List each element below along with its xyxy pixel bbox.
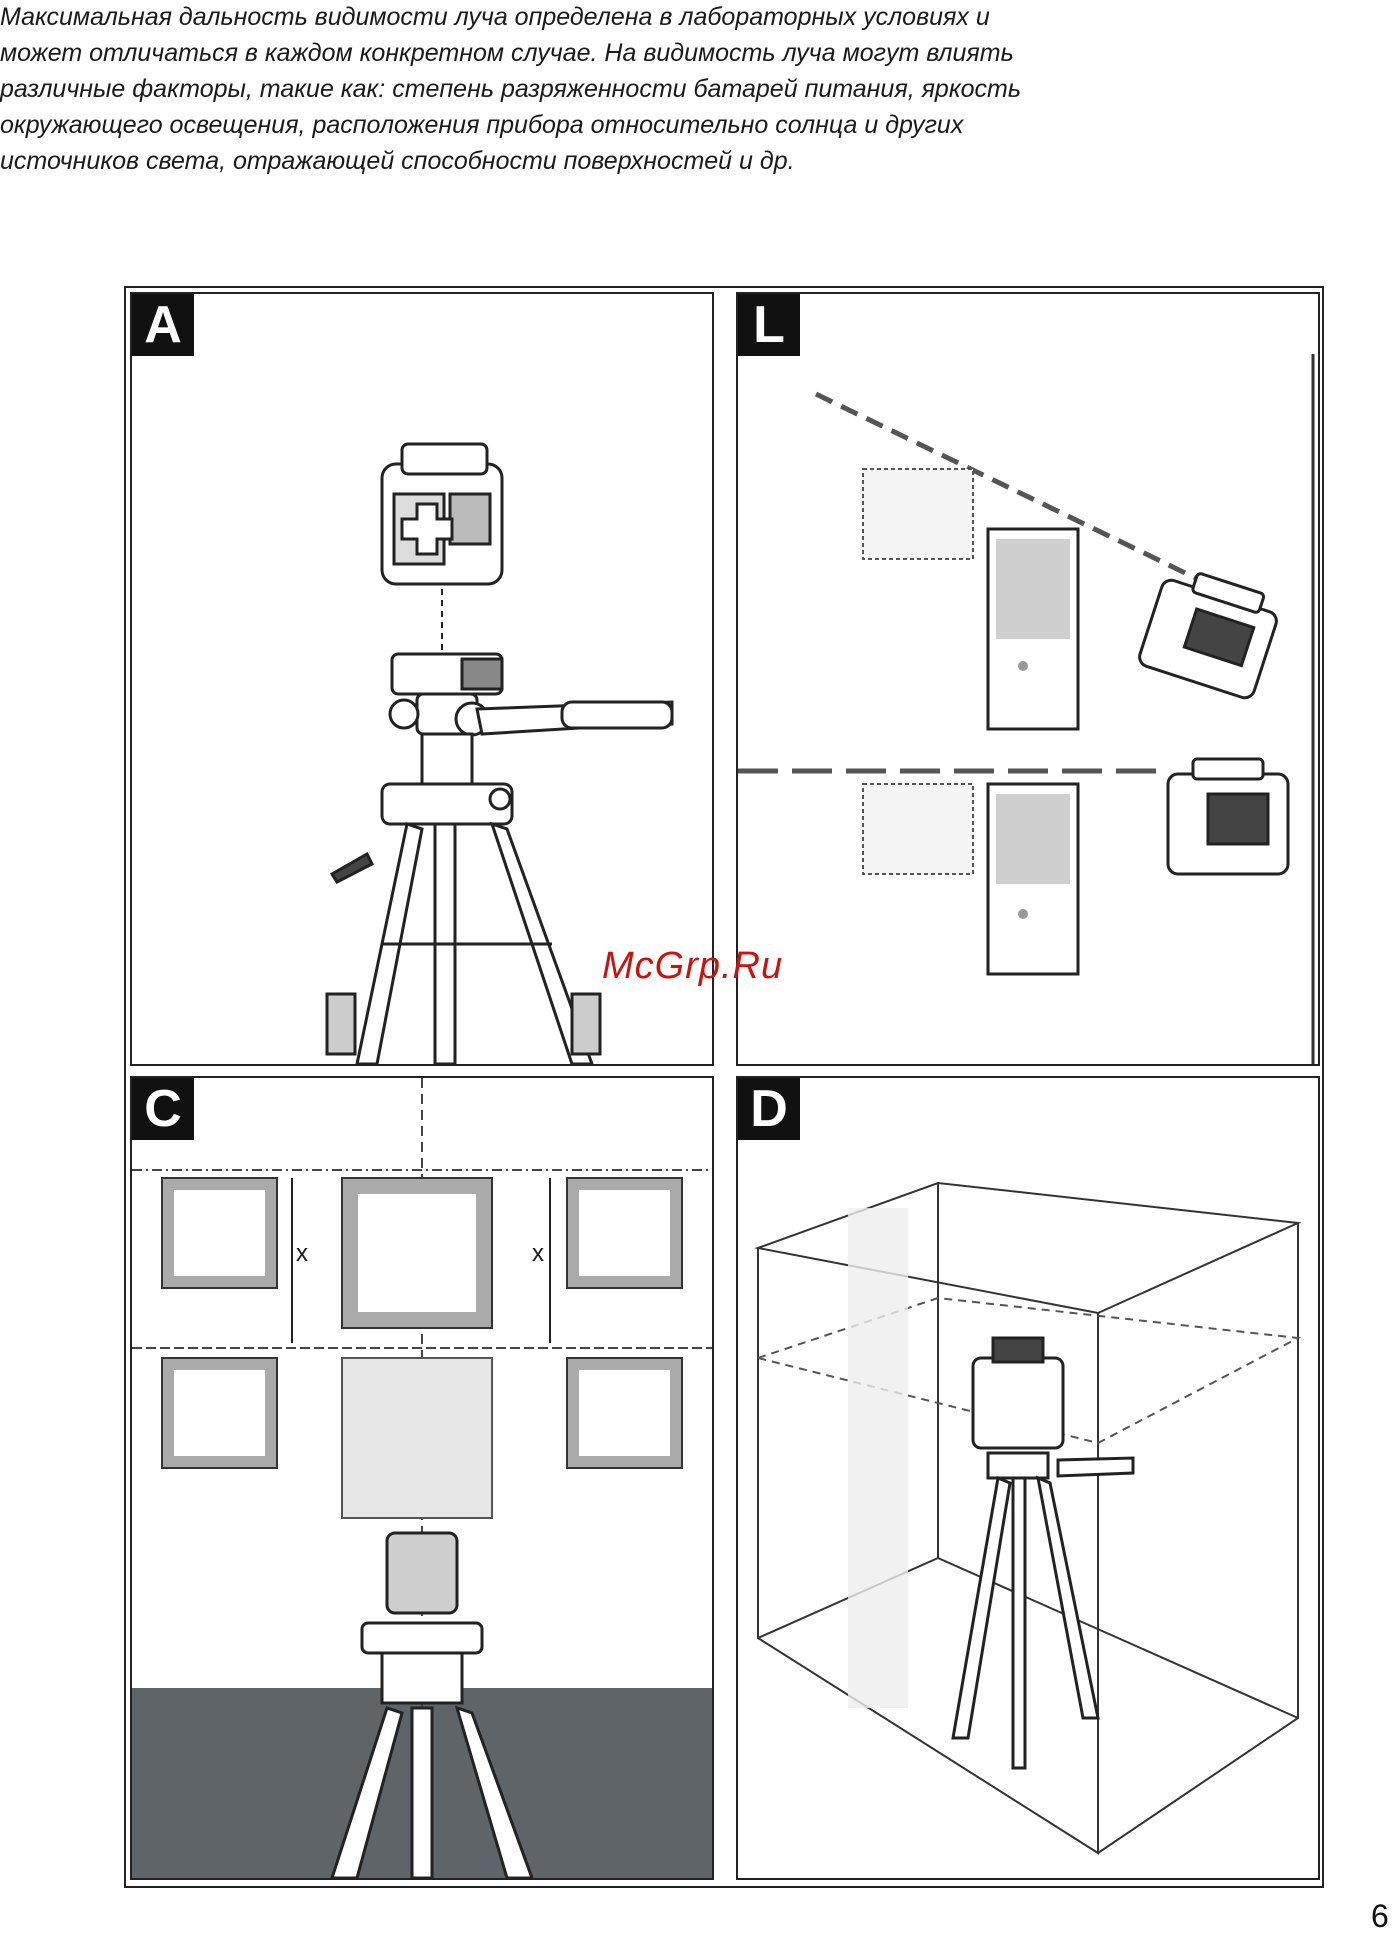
panel-a-letter: A — [132, 294, 194, 356]
panel-a-tripod: A — [130, 292, 714, 1066]
tilted-device-icon — [1138, 572, 1278, 700]
panel-c-pictures: C — [130, 1076, 714, 1880]
panel-c-letter: C — [132, 1078, 194, 1140]
tilted-line-illustration — [738, 354, 1315, 1064]
figure-outer-frame — [124, 286, 1324, 1888]
intro-line: Максимальная дальность видимости луча оп… — [0, 3, 990, 31]
intro-line: различные факторы, такие как: степень ра… — [0, 75, 1022, 103]
panel-b-letter: L — [738, 294, 800, 356]
panel-d-letter: D — [738, 1078, 800, 1140]
room-projection-illustration — [754, 1181, 1302, 1855]
cube-device-icon — [951, 1336, 1135, 1770]
tripod-illustration — [325, 442, 674, 1064]
laser-device-icon — [380, 442, 504, 586]
intro-line: может отличаться в каждом конкретном слу… — [0, 39, 1014, 67]
level-device-icon — [1166, 757, 1290, 876]
figure-grid: A — [124, 286, 1324, 1888]
panel-d-room: D — [736, 1076, 1320, 1880]
page-number: 6 — [1371, 1898, 1389, 1934]
dimension-label-left: x — [296, 1240, 308, 1267]
intro-line: источников света, отражающей способности… — [0, 147, 795, 175]
panel-b-tilted-line: L — [736, 292, 1320, 1066]
intro-line: окружающего освещения, расположения приб… — [0, 111, 964, 139]
dimension-label-right: x — [532, 1240, 544, 1267]
intro-text: Максимальная дальность видимости луча оп… — [0, 0, 1393, 210]
picture-alignment-illustration — [132, 1078, 712, 1878]
watermark: McGrp.Ru — [602, 945, 784, 987]
